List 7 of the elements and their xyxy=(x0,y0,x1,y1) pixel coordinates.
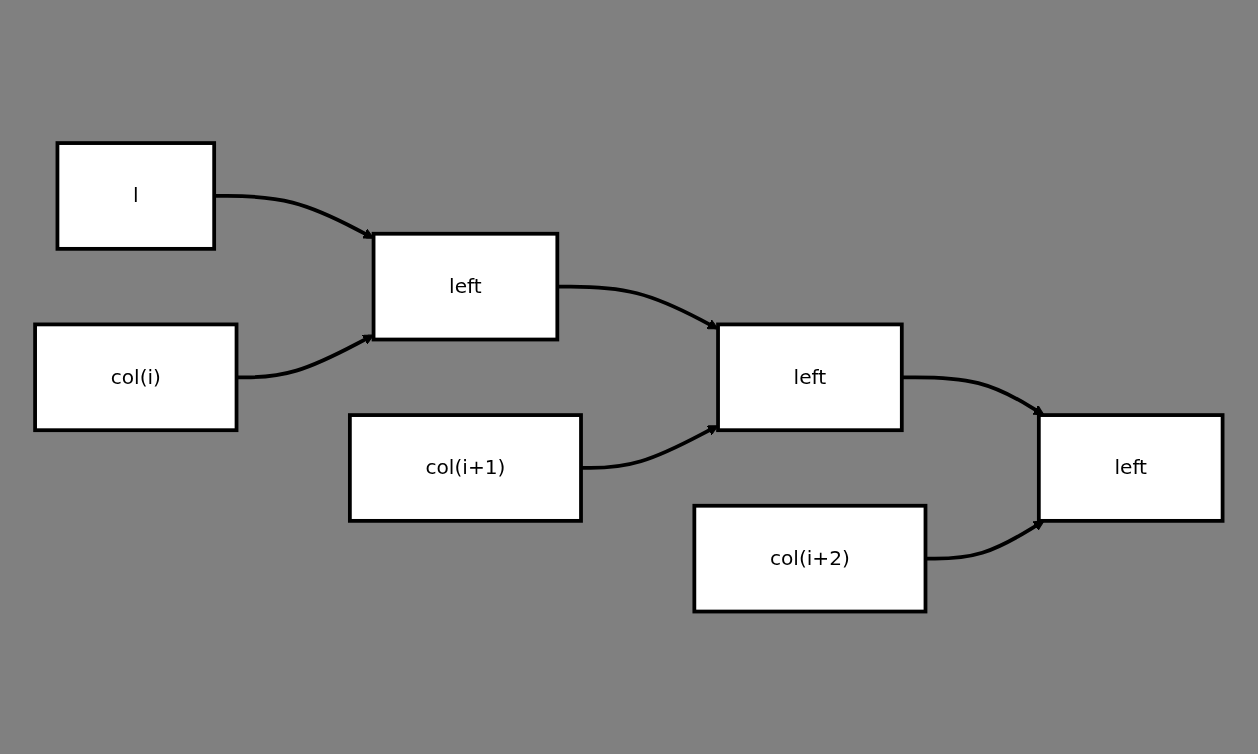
node-box: col(i+1) xyxy=(348,412,584,523)
node-box: col(i+2) xyxy=(692,503,928,614)
node-box: col(i) xyxy=(33,322,239,432)
node-box: left xyxy=(1037,412,1225,523)
node-box: left xyxy=(371,231,560,342)
node-box: l xyxy=(55,140,217,251)
node-box: left xyxy=(716,322,904,432)
